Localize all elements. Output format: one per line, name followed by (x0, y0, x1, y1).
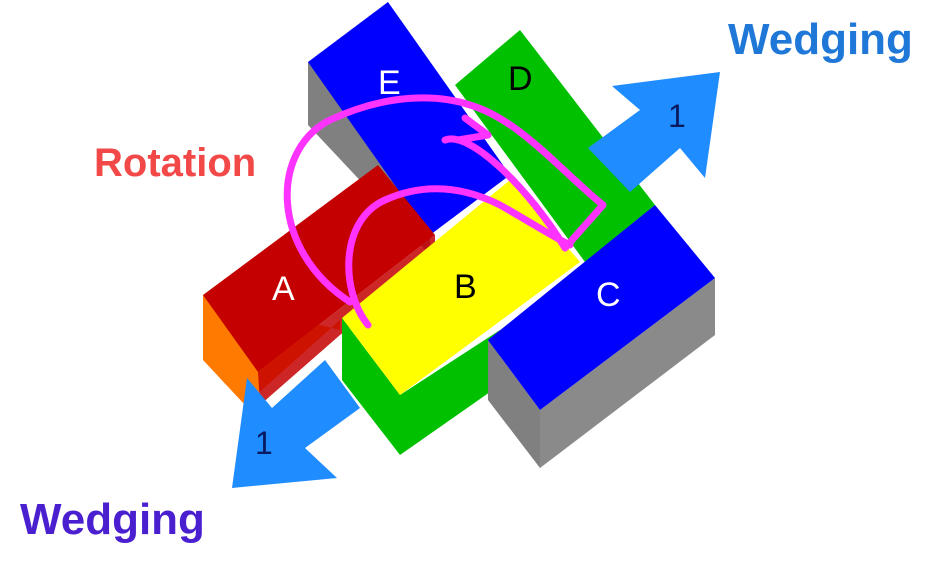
rotation-curve-outer (283, 94, 607, 306)
block-label-d: D (508, 60, 533, 98)
arrow-top-number: 1 (668, 98, 686, 134)
rotation-curve-inner (345, 185, 574, 329)
block-c-side-left (488, 340, 540, 468)
block-c (488, 205, 715, 468)
arrow-bottom-number: 1 (255, 425, 273, 461)
block-label-c: C (596, 276, 621, 314)
block-label-e: E (378, 64, 401, 102)
block-c-side-right (540, 278, 715, 468)
block-a-top (203, 165, 435, 372)
block-label-b: B (454, 268, 477, 306)
wedging-arrow-bottom (232, 360, 360, 488)
rotation-arrowhead (454, 114, 492, 144)
rotation-label: Rotation (94, 141, 257, 185)
rotation-curves (283, 94, 607, 329)
block-b-top (342, 180, 580, 395)
wedging-label-bottom: Wedging (20, 495, 205, 544)
wedging-label-top: Wedging (728, 15, 913, 64)
block-b (342, 180, 580, 395)
block-c-top (488, 205, 715, 410)
block-label-a: A (272, 270, 295, 308)
block-b-base-side (342, 318, 500, 455)
wedging-arrow-top (588, 72, 720, 192)
block-b-base (342, 318, 500, 455)
block-e-top (308, 2, 510, 235)
